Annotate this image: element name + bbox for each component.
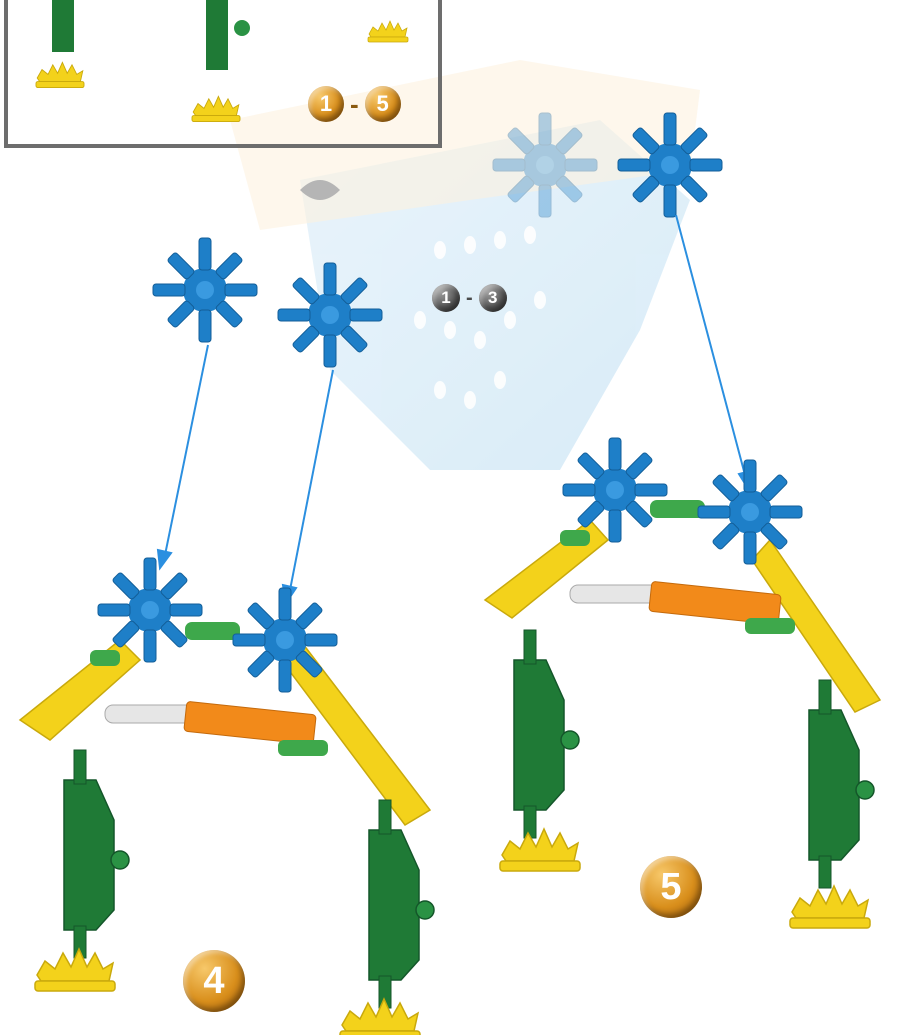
previous-steps-inset	[4, 0, 442, 148]
step-4-label: 4	[183, 950, 245, 1012]
subassembly-range-separator: -	[466, 286, 473, 309]
loose-connector-1	[152, 237, 258, 343]
inset-illustration	[35, 0, 409, 123]
inset-step-range: 1 - 5	[308, 86, 401, 122]
step-5-label: 5	[640, 856, 702, 918]
assembly-step-5	[483, 437, 882, 929]
inset-range-start-badge: 1	[308, 86, 344, 122]
inset-range-separator: -	[350, 88, 359, 119]
subassembly-range-start-badge: 1	[432, 284, 460, 312]
step-4-badge: 4	[183, 950, 245, 1012]
inset-range-end-badge: 5	[364, 86, 401, 122]
subassembly-step-range: 1 - 3	[432, 284, 507, 312]
subassembly-range-end-badge: 3	[478, 284, 507, 312]
assembly-step-4	[18, 557, 435, 1035]
step-5-badge: 5	[640, 856, 702, 918]
